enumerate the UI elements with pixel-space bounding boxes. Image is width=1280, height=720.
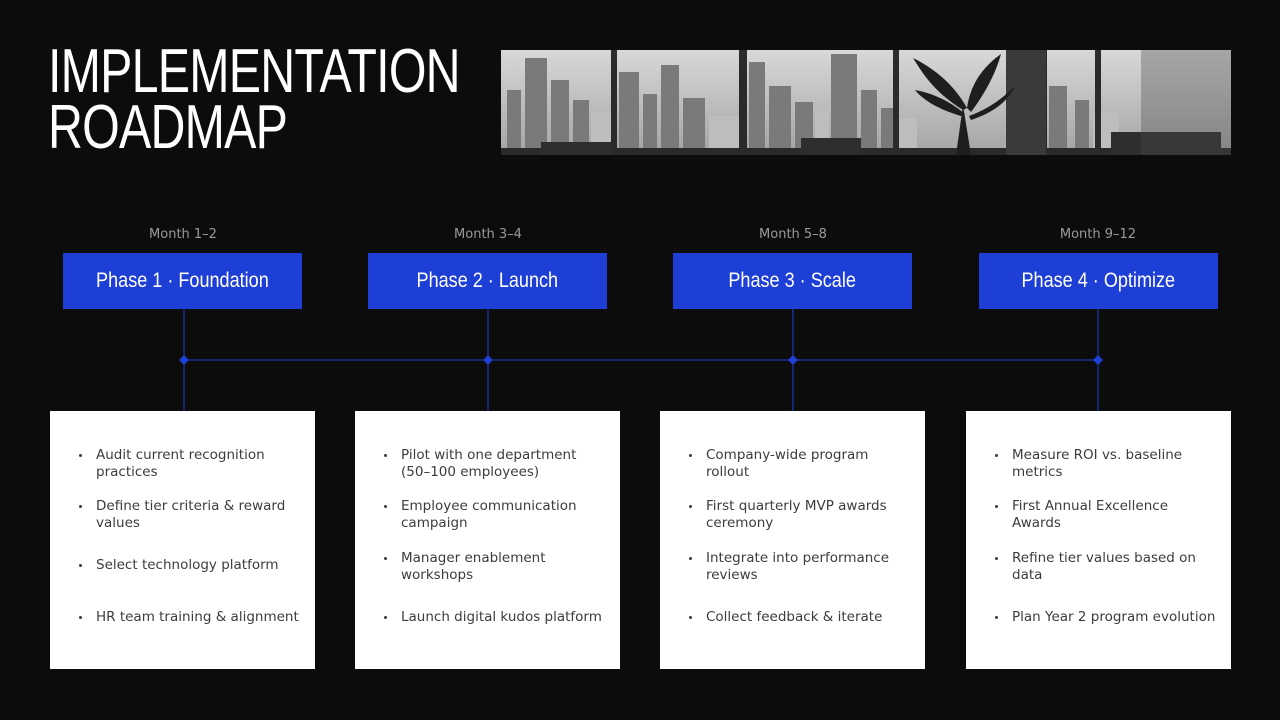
timeline-node-1 <box>179 355 189 365</box>
phase-4-header: Phase 4 · Optimize <box>979 253 1218 309</box>
phase-2-header: Phase 2 · Launch <box>368 253 607 309</box>
phase-1-task: Select technology platform <box>79 557 301 574</box>
phase-1-task: HR team training & alignment <box>79 609 301 626</box>
timeline-node-2 <box>483 355 493 365</box>
phase-3-header: Phase 3 · Scale <box>673 253 912 309</box>
phase-4-task: Refine tier values based on data <box>995 550 1217 584</box>
phase-3-task: First quarterly MVP awards ceremony <box>689 498 911 532</box>
phase-1-task: Define tier criteria & reward values <box>79 498 301 532</box>
phase-4-task: First Annual Excellence Awards <box>995 498 1217 532</box>
phase-3-task: Collect feedback & iterate <box>689 609 911 626</box>
phase-3-month: Month 5–8 <box>759 227 827 242</box>
page-title-line-1: IMPLEMENTATION <box>48 37 461 106</box>
phase-2-label: Phase 2 · Launch <box>416 269 559 292</box>
phase-3-task: Integrate into performance reviews <box>689 550 911 584</box>
phase-2-task: Pilot with one department (50–100 employ… <box>384 447 606 481</box>
phase-2-task: Employee communication campaign <box>384 498 606 532</box>
phase-3-card: Company-wide program rollout First quart… <box>660 411 925 669</box>
phase-2-month: Month 3–4 <box>454 227 522 242</box>
phase-4-month: Month 9–12 <box>1059 227 1137 242</box>
phase-2-task: Launch digital kudos platform <box>384 609 606 626</box>
timeline-node-3 <box>788 355 798 365</box>
phase-4-task: Measure ROI vs. baseline metrics <box>995 447 1217 481</box>
phase-3-label: Phase 3 · Scale <box>728 269 857 292</box>
page-title: IMPLEMENTATION ROADMAP <box>48 37 461 162</box>
timeline-node-4 <box>1093 355 1103 365</box>
phase-2-card: Pilot with one department (50–100 employ… <box>355 411 620 669</box>
phase-1-label: Phase 1 · Foundation <box>96 269 269 292</box>
phase-1-card: Audit current recognition practices Defi… <box>50 411 315 669</box>
phase-4-task: Plan Year 2 program evolution <box>995 609 1216 625</box>
phase-4-label: Phase 4 · Optimize <box>1021 269 1176 292</box>
phase-1-month: Month 1–2 <box>149 227 217 242</box>
phase-3-task: Company-wide program rollout <box>689 447 911 481</box>
page-title-line-2: ROADMAP <box>48 93 288 162</box>
phase-1-task: Audit current recognition practices <box>79 447 301 481</box>
phase-1-header: Phase 1 · Foundation <box>63 253 302 309</box>
city-office-photo <box>501 50 1231 155</box>
phase-4-card: Measure ROI vs. baseline metrics First A… <box>966 411 1231 669</box>
phase-2-task: Manager enablement workshops <box>384 550 606 584</box>
city-office-photo-illustration <box>501 50 1231 155</box>
